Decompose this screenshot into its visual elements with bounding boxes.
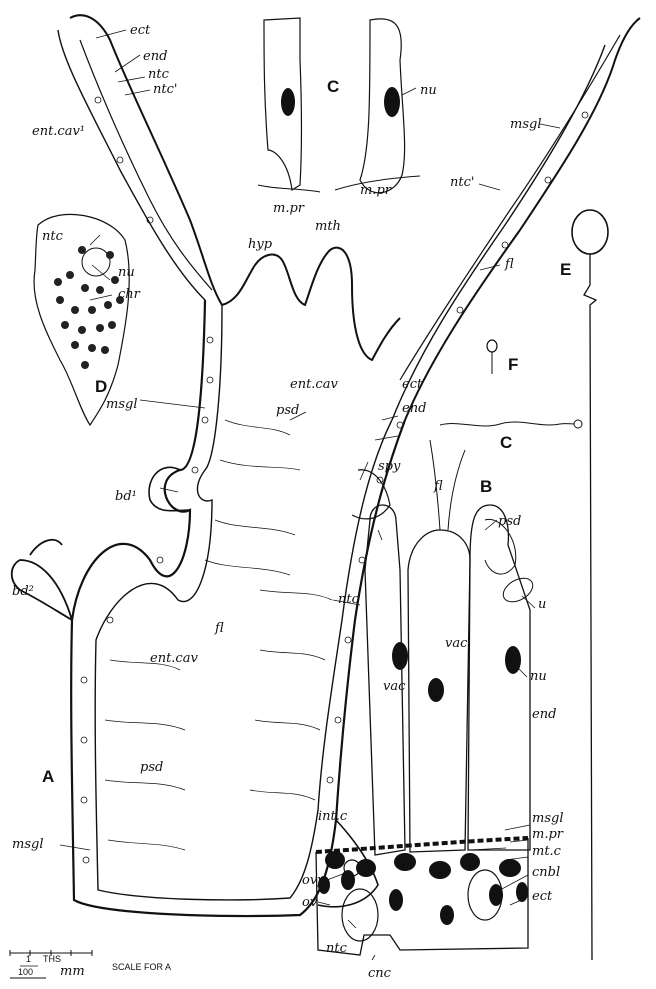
body-outer-wall xyxy=(71,300,405,916)
label-cnbl: cnbl xyxy=(532,865,560,880)
right-tentacle-inner xyxy=(392,45,605,420)
label-ect-b: ect xyxy=(532,889,553,904)
food-particle xyxy=(499,573,537,606)
label-psd-b: psd xyxy=(498,514,521,529)
figure-c xyxy=(258,18,420,193)
label-ent-cav-low: ent.cav xyxy=(150,651,198,666)
panel-letter-d: D xyxy=(95,377,107,396)
label-msgl-mid: msgl xyxy=(106,397,137,412)
label-msgl-top: msgl xyxy=(510,117,541,132)
cell-d-nucleus xyxy=(82,248,110,276)
scale-caption: SCALE FOR A xyxy=(112,962,171,972)
label-fl-a: fl xyxy=(214,621,224,636)
label-end-mid: end xyxy=(402,401,426,416)
label-m-pr-left: m.pr xyxy=(273,201,305,216)
scale-unit: mm xyxy=(60,964,85,979)
panel-letter-c-bottom: C xyxy=(500,433,512,452)
label-cnc: cnc xyxy=(368,966,392,981)
label-ect-top: ect xyxy=(130,23,151,38)
wavy-thread-head xyxy=(574,420,582,428)
label-ect-mid: ect xyxy=(402,377,423,392)
label-u: u xyxy=(538,597,546,612)
label-vac-left: vac xyxy=(383,679,406,694)
muscle-process-left xyxy=(258,185,320,192)
panel-letter-e: E xyxy=(560,260,571,279)
left-tentacle-inner xyxy=(58,30,205,300)
figure-e xyxy=(572,210,608,960)
label-nu-d: nu xyxy=(118,265,135,280)
wavy-thread xyxy=(440,422,574,426)
nucleus-left xyxy=(392,642,408,670)
label-fl-right: fl xyxy=(504,257,514,272)
scale-fraction-num: 1 xyxy=(26,954,31,964)
chromatin-granules xyxy=(54,246,124,369)
label-ent-cav1: ent.cav¹ xyxy=(32,124,85,139)
panel-letter-a: A xyxy=(42,767,54,786)
label-bd1: bd¹ xyxy=(115,489,137,504)
figure-a xyxy=(12,15,640,916)
label-m-pr-right: m.pr xyxy=(360,183,392,198)
label-chr: chr xyxy=(118,287,141,302)
bud-two xyxy=(12,540,72,620)
label-nu-b: nu xyxy=(530,669,547,684)
label-ntc-d: ntc xyxy=(42,229,64,244)
figure-c-thread xyxy=(440,420,582,428)
label-int-c: int.c xyxy=(318,809,348,824)
label-vac-top: vac xyxy=(445,636,468,651)
label-bd2: bd² xyxy=(12,584,34,599)
annotation-labels: ect end ntc ntc' ent.cav¹ m.pr m.pr nu m… xyxy=(12,23,564,981)
panel-letter-c-top: C xyxy=(327,77,339,96)
panel-letters: A B C D E F C xyxy=(42,77,571,786)
label-psd-low: psd xyxy=(140,760,163,775)
nematocyst-capsule xyxy=(572,210,608,254)
nucleus-middle xyxy=(428,678,444,702)
panel-letter-f: F xyxy=(508,355,518,374)
label-mt-c: mt.c xyxy=(532,844,562,859)
label-ovy: ovy xyxy=(302,873,325,888)
nematocyst xyxy=(342,889,378,941)
label-spy: spy xyxy=(378,459,401,474)
spermary xyxy=(352,470,390,519)
label-msgl-low: msgl xyxy=(12,837,43,852)
scale-prefix: THS xyxy=(43,954,61,964)
nucleus-right xyxy=(505,646,521,674)
scale-bar: 1 THS 100 mm SCALE FOR A xyxy=(10,950,171,979)
label-nu-c: nu xyxy=(420,83,437,98)
label-ntc-prime: ntc' xyxy=(153,82,177,97)
left-tentacle-cavity xyxy=(80,40,212,290)
label-end-top: end xyxy=(143,49,167,64)
label-ntc-mid: ntc xyxy=(338,592,360,607)
label-hyp: hyp xyxy=(248,237,273,252)
nematocyst-thread xyxy=(584,254,596,960)
label-ov: ov xyxy=(302,895,318,910)
figure-d xyxy=(34,214,129,425)
label-ntc-top: ntc xyxy=(148,67,170,82)
label-ntc-prime-right: ntc' xyxy=(450,175,474,190)
label-end-b: end xyxy=(532,707,556,722)
label-fl-b: fl xyxy=(433,479,443,494)
cell-d-outline xyxy=(34,214,129,425)
wall-cells xyxy=(81,97,588,863)
panel-letter-b: B xyxy=(480,477,492,496)
nucleus-c-left xyxy=(281,88,295,116)
hypostome xyxy=(222,248,400,360)
nucleus-c-right xyxy=(384,87,400,117)
label-psd-mid: psd xyxy=(276,403,299,418)
label-mth: mth xyxy=(315,219,341,234)
label-msgl-b: msgl xyxy=(532,811,563,826)
cell-column-right xyxy=(468,505,530,850)
label-ntc-b: ntc xyxy=(326,941,348,956)
small-capsule xyxy=(487,340,497,352)
scale-fraction-den: 100 xyxy=(18,967,33,977)
label-ent-cav-mid: ent.cav xyxy=(290,377,338,392)
figure-f xyxy=(487,340,497,374)
label-m-pr-b: m.pr xyxy=(532,827,564,842)
